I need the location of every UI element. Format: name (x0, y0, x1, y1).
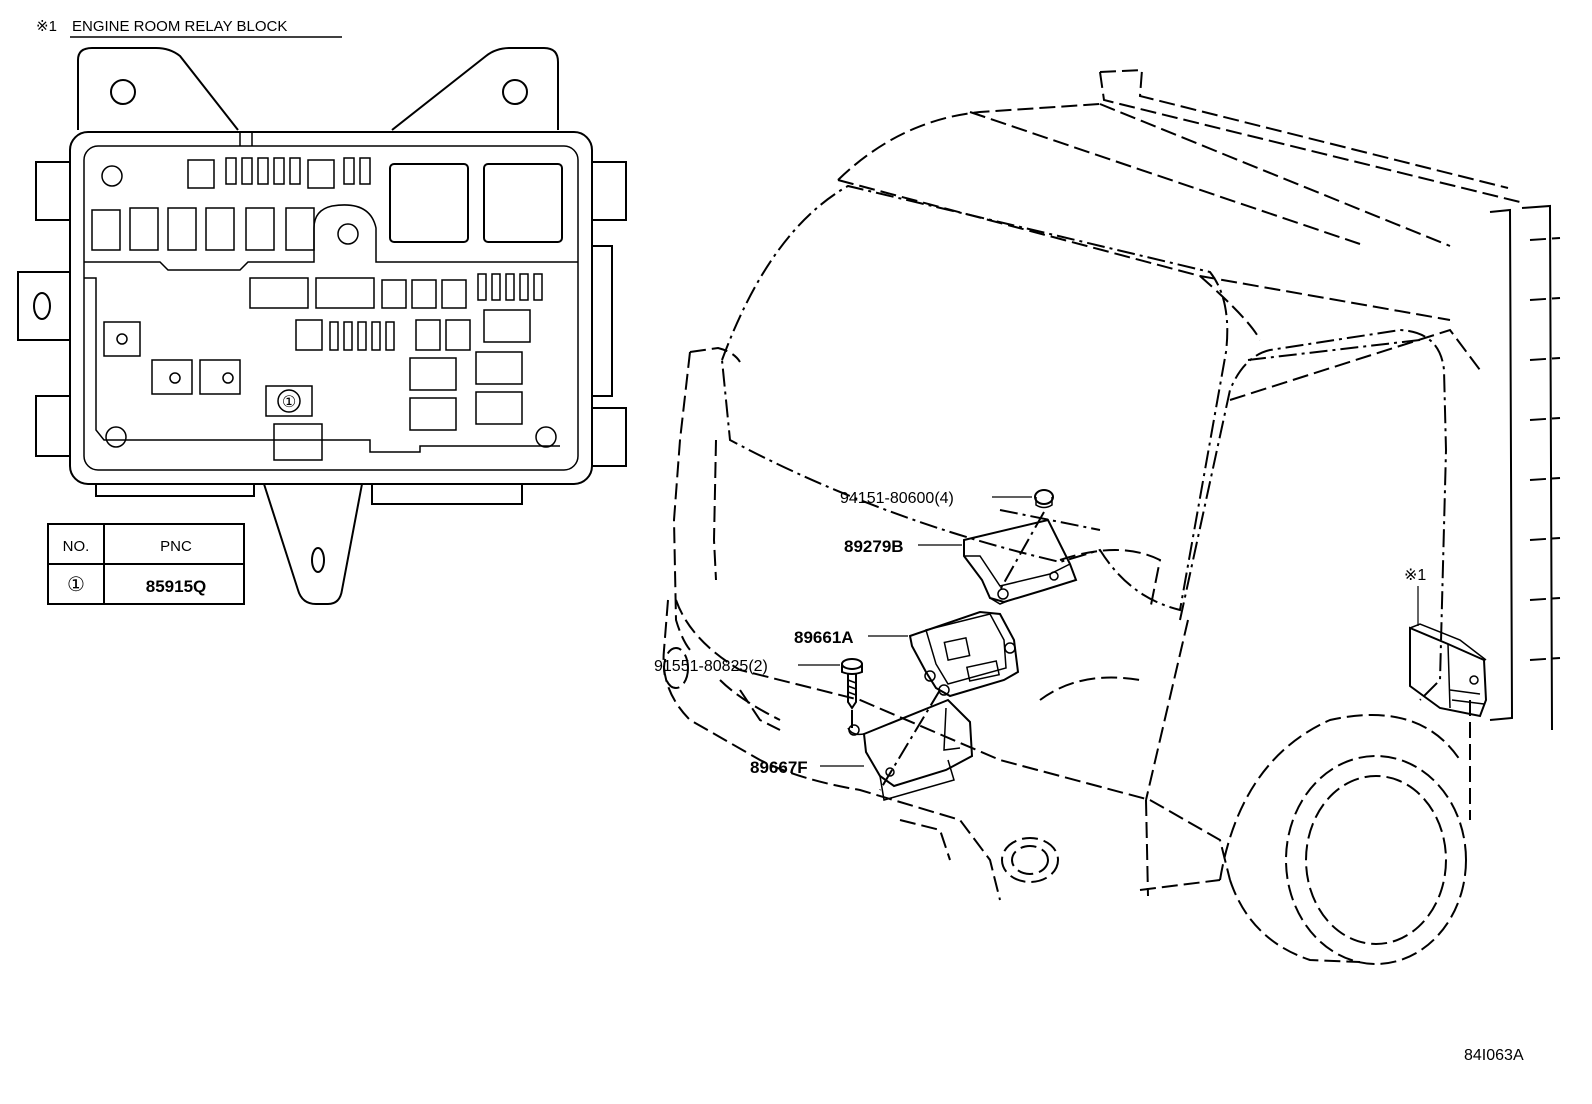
part-label-91551[interactable]: 91551-80825(2) (654, 658, 768, 675)
pnc-table-row-pnc: 85915Q (146, 577, 207, 596)
part-94151-nut (1034, 489, 1054, 509)
relay-block-drawing: ① (17, 47, 627, 605)
relay-block-mark: ※1 (36, 18, 57, 35)
pnc-table-header-pnc: PNC (160, 538, 192, 555)
part-label-89667f[interactable]: 89667F (750, 758, 808, 777)
drawing-id: 84I063A (1464, 1047, 1524, 1064)
relay-block-title-text: ENGINE ROOM RELAY BLOCK (72, 18, 287, 35)
part-91551-bolt (841, 658, 863, 710)
part-89279b-bracket (963, 518, 1078, 605)
ref-mark-1[interactable]: ※1 (1404, 567, 1426, 584)
part-89661a-ecu (908, 610, 1020, 698)
pnc-table-header-no: NO. (63, 538, 90, 555)
pnc-table: NO. PNC ① 85915Q (47, 523, 245, 605)
pnc-table-row-no: ① (67, 574, 85, 596)
callout-1-box (265, 385, 313, 417)
part-89667f-bracket (847, 698, 974, 801)
callout-1-label: ① (282, 394, 296, 411)
parts-group: 94151-80600(4) 89279B 89661A (654, 489, 1488, 801)
relay-block-on-truck (1409, 586, 1488, 718)
part-label-94151[interactable]: 94151-80600(4) (840, 490, 954, 507)
truck-drawing (662, 68, 1561, 965)
part-label-89661a[interactable]: 89661A (794, 628, 854, 647)
part-label-89279b[interactable]: 89279B (844, 537, 904, 556)
relay-block-title: ※1 ENGINE ROOM RELAY BLOCK (36, 18, 342, 38)
callout-1-circle (277, 389, 301, 413)
